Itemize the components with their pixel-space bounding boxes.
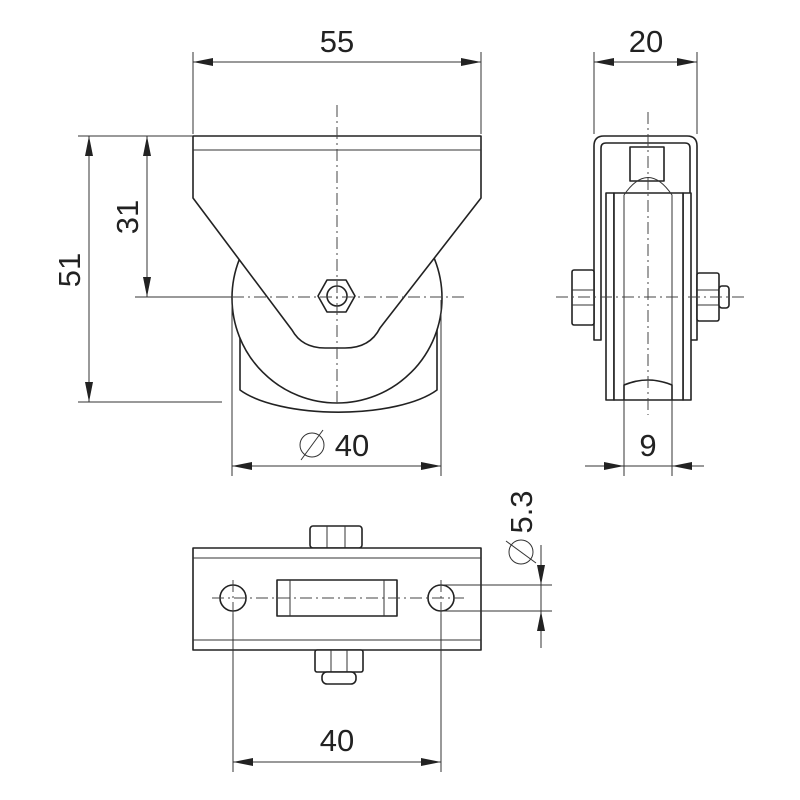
- side-wheel-tread: [623, 379, 673, 401]
- arrowhead: [421, 758, 441, 766]
- arrowhead: [143, 277, 151, 297]
- arrowhead: [193, 58, 213, 66]
- dim-hole-spacing: 40: [232, 614, 442, 772]
- total-height-label: 51: [52, 253, 87, 287]
- top-view-bolt-head: [309, 525, 363, 549]
- hole-diameter-label: 5.3: [504, 490, 539, 533]
- dim-tread-width: 9: [585, 400, 704, 476]
- side-view: [556, 112, 745, 415]
- axle-height-label: 31: [110, 200, 145, 234]
- dim-wheel-diameter: 40: [231, 300, 442, 476]
- top-view: [192, 525, 482, 685]
- arrowhead: [143, 136, 151, 156]
- hole-spacing-label: 40: [320, 723, 354, 758]
- arrowhead: [677, 58, 697, 66]
- arrowhead: [233, 758, 253, 766]
- arrowhead: [604, 462, 624, 470]
- dim-side-width: 20: [593, 24, 698, 134]
- tread-width-label: 9: [639, 428, 656, 463]
- arrowhead: [85, 382, 93, 402]
- arrowhead: [672, 462, 692, 470]
- arrowhead: [85, 136, 93, 156]
- front-width-label: 55: [320, 24, 354, 59]
- arrowhead: [537, 611, 545, 631]
- arrowhead: [421, 462, 441, 470]
- top-view-nut: [314, 649, 364, 673]
- dim-total-height: 51: [52, 135, 222, 403]
- arrowhead: [594, 58, 614, 66]
- arrowhead: [461, 58, 481, 66]
- dim-front-width: 55: [192, 24, 482, 134]
- arrowhead: [537, 565, 545, 585]
- front-view: [192, 105, 482, 413]
- diameter-symbol-icon: [505, 539, 537, 565]
- arrowhead: [232, 462, 252, 470]
- side-width-label: 20: [629, 24, 663, 59]
- dim-axle-height: 31: [110, 135, 232, 298]
- wheel-diameter-label: 40: [335, 428, 369, 463]
- top-view-bolt-tip: [321, 671, 357, 685]
- side-top-block: [629, 146, 665, 182]
- diameter-symbol-icon: [299, 429, 325, 461]
- dim-hole-diameter: 5.3: [441, 490, 552, 648]
